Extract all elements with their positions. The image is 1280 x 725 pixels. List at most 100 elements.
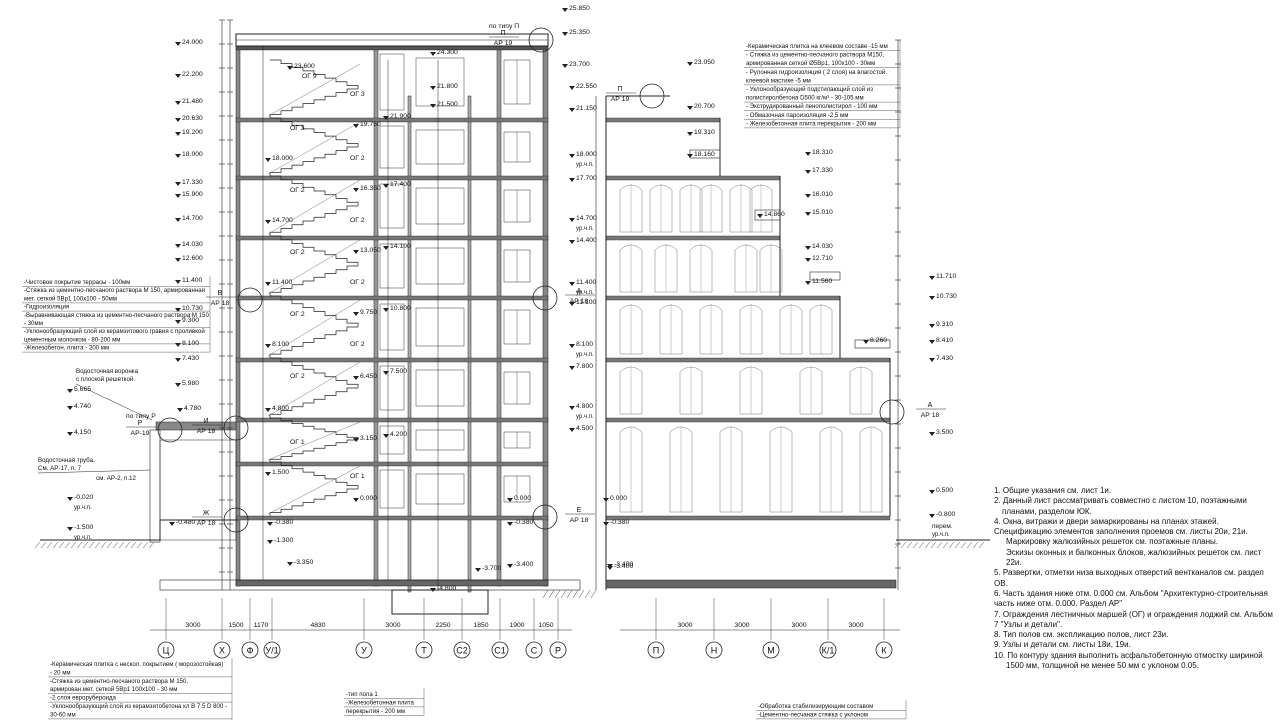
dimension-value: 3000 xyxy=(185,622,200,629)
dimension-value: 4830 xyxy=(310,622,325,629)
level-value: 5.665 xyxy=(74,386,91,393)
general-note: 1. Общие указания см. лист 1и. xyxy=(994,486,1276,496)
ground-hatch xyxy=(925,542,930,548)
level-value: 17.330 xyxy=(812,167,833,174)
spec-bottom-right: -Обработка стабилизирующим составом-Цеме… xyxy=(756,700,906,719)
level-value: 7.800 xyxy=(576,363,593,370)
ground-hatch xyxy=(59,542,64,548)
ground-hatch xyxy=(77,542,82,548)
level-value: 0.500 xyxy=(936,487,953,494)
floor-slab xyxy=(606,418,890,422)
level-marker xyxy=(929,340,935,344)
level-marker xyxy=(569,154,575,158)
level-value: 23.600 xyxy=(294,63,315,70)
general-note: 6. Часть здания ниже отм. 0.000 см. Альб… xyxy=(994,589,1276,610)
drain-note: с плоской решеткой xyxy=(76,376,134,383)
level-marker xyxy=(175,383,181,387)
level-value: 3.150 xyxy=(360,435,377,442)
level-marker xyxy=(475,568,481,572)
ground-hatch xyxy=(131,542,136,548)
ground-hatch xyxy=(35,542,40,548)
spec-line: - Уклонообразующий подстилающий слой из xyxy=(746,86,873,93)
axis-label: Ц xyxy=(163,646,170,656)
level-marker xyxy=(67,389,73,393)
ground-hatch xyxy=(101,542,106,548)
dimension-value: 1050 xyxy=(538,622,553,629)
spec-line: -Уклонообразующий слой из керамзитового … xyxy=(24,328,205,335)
ground-hatch xyxy=(567,590,572,598)
level-marker xyxy=(265,344,271,348)
level-value: 4.800 xyxy=(272,405,289,412)
level-marker xyxy=(353,312,359,316)
stair-label: ОГ 2 xyxy=(290,249,305,256)
level-value: 14.700 xyxy=(272,217,293,224)
spec-line: -Уклонообразующий слой из керамзитобетон… xyxy=(50,703,227,710)
callout-sheet: АР 19 xyxy=(494,40,513,47)
level-value: 15.010 xyxy=(812,209,833,216)
level-marker xyxy=(175,118,181,122)
callout-letter: Р xyxy=(138,420,143,427)
window-opening xyxy=(416,430,464,450)
floor-slab xyxy=(236,418,548,422)
stair-label: ОГ 2 xyxy=(290,187,305,194)
level-value: 14.400 xyxy=(576,237,597,244)
axis-label: С1 xyxy=(494,646,506,656)
callout-letter: П xyxy=(617,86,622,93)
general-note: 8. Тип полов см. экспликацию полов, лист… xyxy=(994,630,1276,640)
ground-hatch xyxy=(543,590,548,598)
general-note: 4. Окна, витражи и двери замаркированы н… xyxy=(994,517,1276,538)
spec-line: 30-60 мм xyxy=(50,711,76,718)
level-value: 8.100 xyxy=(576,341,593,348)
level-value: 8.260 xyxy=(870,337,887,344)
level-value: 18.000 xyxy=(576,151,597,158)
spec-line: - Обмазочная пароизоляция -2,5 мм xyxy=(746,112,848,119)
level-marker xyxy=(353,188,359,192)
level-marker xyxy=(177,408,183,412)
level-value: 18.000 xyxy=(272,155,293,162)
ground-hatch xyxy=(913,542,918,548)
spec-line: -тип пола 1 xyxy=(346,691,378,698)
level-marker xyxy=(569,218,575,222)
level-marker xyxy=(175,74,181,78)
window-opening xyxy=(416,130,464,164)
level-value: 11.100 xyxy=(576,299,597,306)
window-opening xyxy=(380,126,404,168)
floor-slab xyxy=(606,118,720,122)
level-marker xyxy=(569,108,575,112)
level-marker xyxy=(67,432,73,436)
floor-slab xyxy=(606,296,840,300)
spec-line: армированная сеткой Ø5Вр1, 100х100 - 30м… xyxy=(746,60,875,67)
spec-line: -Железобетон. плита - 200 мм xyxy=(24,345,109,352)
level-marker xyxy=(507,522,513,526)
level-value: -3.400 xyxy=(614,563,633,570)
ground-hatch xyxy=(955,542,960,548)
level-marker xyxy=(569,428,575,432)
level-value: 7.430 xyxy=(936,355,953,362)
stair-label: ОГ 2 xyxy=(350,341,365,348)
level-value: 12.600 xyxy=(182,255,203,262)
level-value: 10.730 xyxy=(936,293,957,300)
level-marker xyxy=(430,86,436,90)
callout-letter: А xyxy=(928,402,933,409)
basement-slab xyxy=(606,580,896,588)
callout-letter: П xyxy=(500,30,505,37)
stair-flight xyxy=(270,358,358,388)
level-marker xyxy=(175,280,181,284)
level-value: 20.630 xyxy=(182,115,203,122)
window-opening xyxy=(380,54,404,110)
spec-line: -Стяжка из цементно-песчаного раствора М… xyxy=(24,287,205,294)
perem-label: перем. xyxy=(932,523,953,530)
axis-label: С xyxy=(531,646,538,656)
level-subtitle: ур.ч.п. xyxy=(576,290,594,296)
level-value: 16.350 xyxy=(360,185,381,192)
level-marker xyxy=(507,498,513,502)
floor-slab xyxy=(606,176,780,180)
level-marker xyxy=(353,498,359,502)
callout-letter: В xyxy=(218,290,223,297)
shaft-wall xyxy=(497,46,501,586)
level-value: 4.740 xyxy=(74,403,91,410)
spec-line: -Керамическая плитка с нескол. покрытием… xyxy=(50,661,223,668)
level-value: 11.400 xyxy=(272,279,293,286)
ground-hatch xyxy=(95,542,100,548)
